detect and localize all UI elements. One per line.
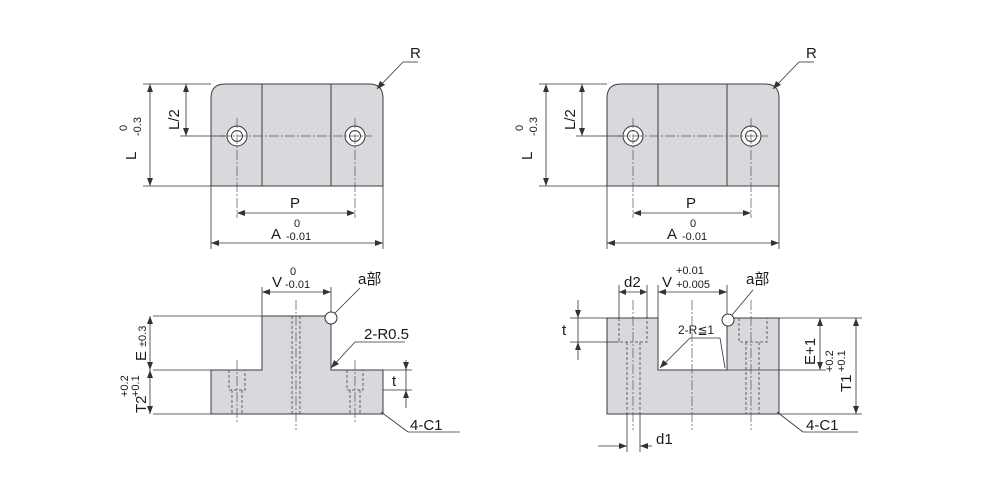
label-l-top-left: L [123, 152, 140, 160]
label-r-top-right: R [806, 45, 817, 62]
label-l-tol-upper-top-right: 0 [514, 125, 526, 131]
label-a-top-right: A [667, 226, 677, 243]
label-l-top-right: L [519, 152, 536, 160]
label-l-half-top-right: L/2 [562, 109, 579, 130]
label-a-top-left: A [271, 226, 281, 243]
label-v-bottom-right: V [662, 274, 672, 291]
label-v-tol-upper-bottom-left: 0 [290, 266, 296, 278]
label-t1: T1 [838, 374, 855, 392]
top-right-plan-view [539, 61, 814, 249]
label-e-bottom-left: E [133, 351, 150, 361]
top-right-plate [606, 83, 780, 187]
bottom-left-front-view [147, 287, 460, 433]
label-e-tol-bottom-left: ±0.3 [137, 326, 149, 347]
label-l-half-top-left: L/2 [166, 109, 183, 130]
label-a-tol-upper-top-right: 0 [690, 218, 696, 230]
label-v-tol-lower-bottom-right: +0.005 [676, 279, 710, 291]
label-t2: T2 [133, 395, 150, 413]
label-r-le1: 2-R≦1 [678, 323, 714, 337]
label-l-tol-lower-top-left: -0.3 [132, 117, 144, 136]
label-t-bottom-right: t [562, 322, 567, 339]
label-v-tol-upper-bottom-right: +0.01 [676, 265, 704, 277]
label-p-top-left: P [290, 195, 300, 212]
label-l-tol-lower-top-right: -0.3 [528, 117, 540, 136]
label-l-tol-upper-top-left: 0 [118, 125, 130, 131]
label-v-tol-lower-bottom-left: -0.01 [285, 279, 310, 291]
label-t2-tol-upper: +0.2 [119, 375, 131, 397]
top-left-plan-view [143, 61, 418, 249]
label-r05: 2-R0.5 [364, 326, 409, 343]
label-a-tol-lower-top-right: -0.01 [682, 231, 707, 243]
label-t1-tol-upper: +0.2 [824, 350, 836, 372]
label-t2-tol-lower: +0.1 [130, 375, 142, 397]
label-v-bottom-left: V [272, 274, 282, 291]
label-d2: d2 [624, 274, 641, 291]
label-a-part-bottom-left: a部 [358, 271, 381, 288]
label-a-tol-lower-top-left: -0.01 [286, 231, 311, 243]
label-t1-tol-lower: +0.1 [836, 350, 848, 372]
label-d1: d1 [656, 431, 673, 448]
label-a-tol-upper-top-left: 0 [294, 218, 300, 230]
label-p-top-right: P [686, 195, 696, 212]
label-a-part-bottom-right: a部 [746, 271, 769, 288]
label-r-top-left: R [410, 45, 421, 62]
label-e-plus1: E+1 [802, 338, 819, 365]
label-t-bottom-left: t [392, 373, 397, 390]
label-c1-bottom-left: 4-C1 [410, 417, 443, 434]
top-left-plate [210, 83, 384, 187]
bottom-right-front-view [570, 285, 862, 452]
label-c1-bottom-right: 4-C1 [806, 417, 839, 434]
